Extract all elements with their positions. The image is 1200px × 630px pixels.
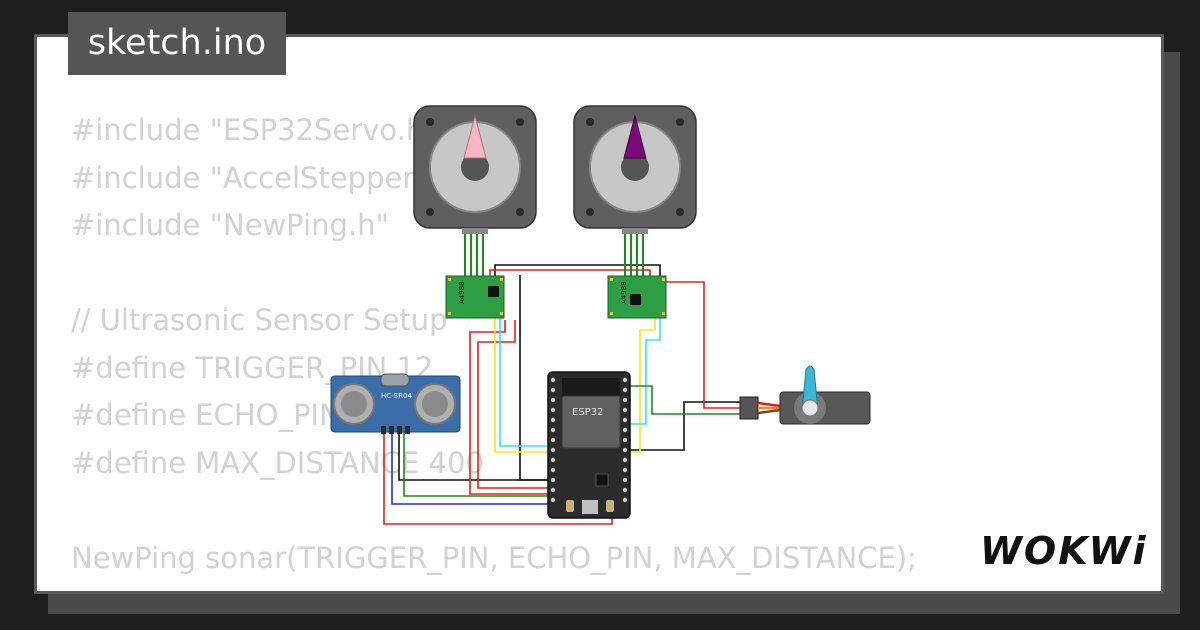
wire-red — [665, 281, 740, 409]
wire-cyan — [499, 318, 552, 447]
wire-red — [469, 320, 552, 495]
stepper-pointer — [623, 114, 647, 159]
wire-red — [489, 269, 651, 280]
a4988-driver-left[interactable]: A4988 — [445, 275, 505, 319]
wire-blue — [391, 432, 552, 505]
esp32-board[interactable]: ESP32 — [547, 371, 631, 519]
wire-black — [494, 264, 661, 280]
file-title: sketch.ino — [68, 12, 286, 75]
wire-yellow — [630, 318, 656, 453]
code-line: #define ECHO_PIN 14 — [71, 398, 387, 432]
wire-green — [630, 385, 740, 415]
driver-label: A4988 — [458, 281, 466, 304]
ultrasonic-sensor[interactable]: HC-SR04 — [330, 373, 461, 434]
wire-green — [403, 432, 552, 497]
stepper-pointer — [463, 114, 487, 159]
servo-horn — [801, 365, 819, 411]
code-line: #include "ESP32Servo.h" — [71, 113, 438, 147]
wire-cyan — [630, 318, 661, 425]
sensor-label: HC-SR04 — [381, 392, 412, 400]
code-line: #include "AccelStepper.h" — [71, 160, 453, 195]
wire-black — [519, 275, 552, 481]
wire-black — [630, 401, 740, 451]
code-line: // Ultrasonic Sensor Setup — [71, 303, 448, 337]
wire-yellow — [494, 318, 552, 453]
stepper-motor-left[interactable] — [413, 105, 537, 276]
code-line: #define MAX_DISTANCE 400 — [71, 445, 484, 480]
servo-motor[interactable] — [739, 365, 871, 425]
wire-red — [477, 320, 552, 489]
stepper-motor-right[interactable] — [573, 105, 697, 276]
mcu-label: ESP32 — [572, 407, 603, 418]
logo-text: WOKWi — [980, 529, 1148, 573]
wire-black — [398, 432, 552, 481]
code-line: #include "NewPing.h" — [71, 208, 389, 242]
code-line: NewPing sonar(TRIGGER_PIN, ECHO_PIN, MAX… — [71, 540, 917, 575]
driver-label: A4988 — [620, 281, 628, 304]
a4988-driver-right[interactable]: A4988 — [607, 275, 667, 319]
code-snippet: #include "ESP32Servo.h" #include "AccelSt… — [71, 107, 917, 582]
wokwi-logo: WOKWi — [980, 529, 1148, 573]
